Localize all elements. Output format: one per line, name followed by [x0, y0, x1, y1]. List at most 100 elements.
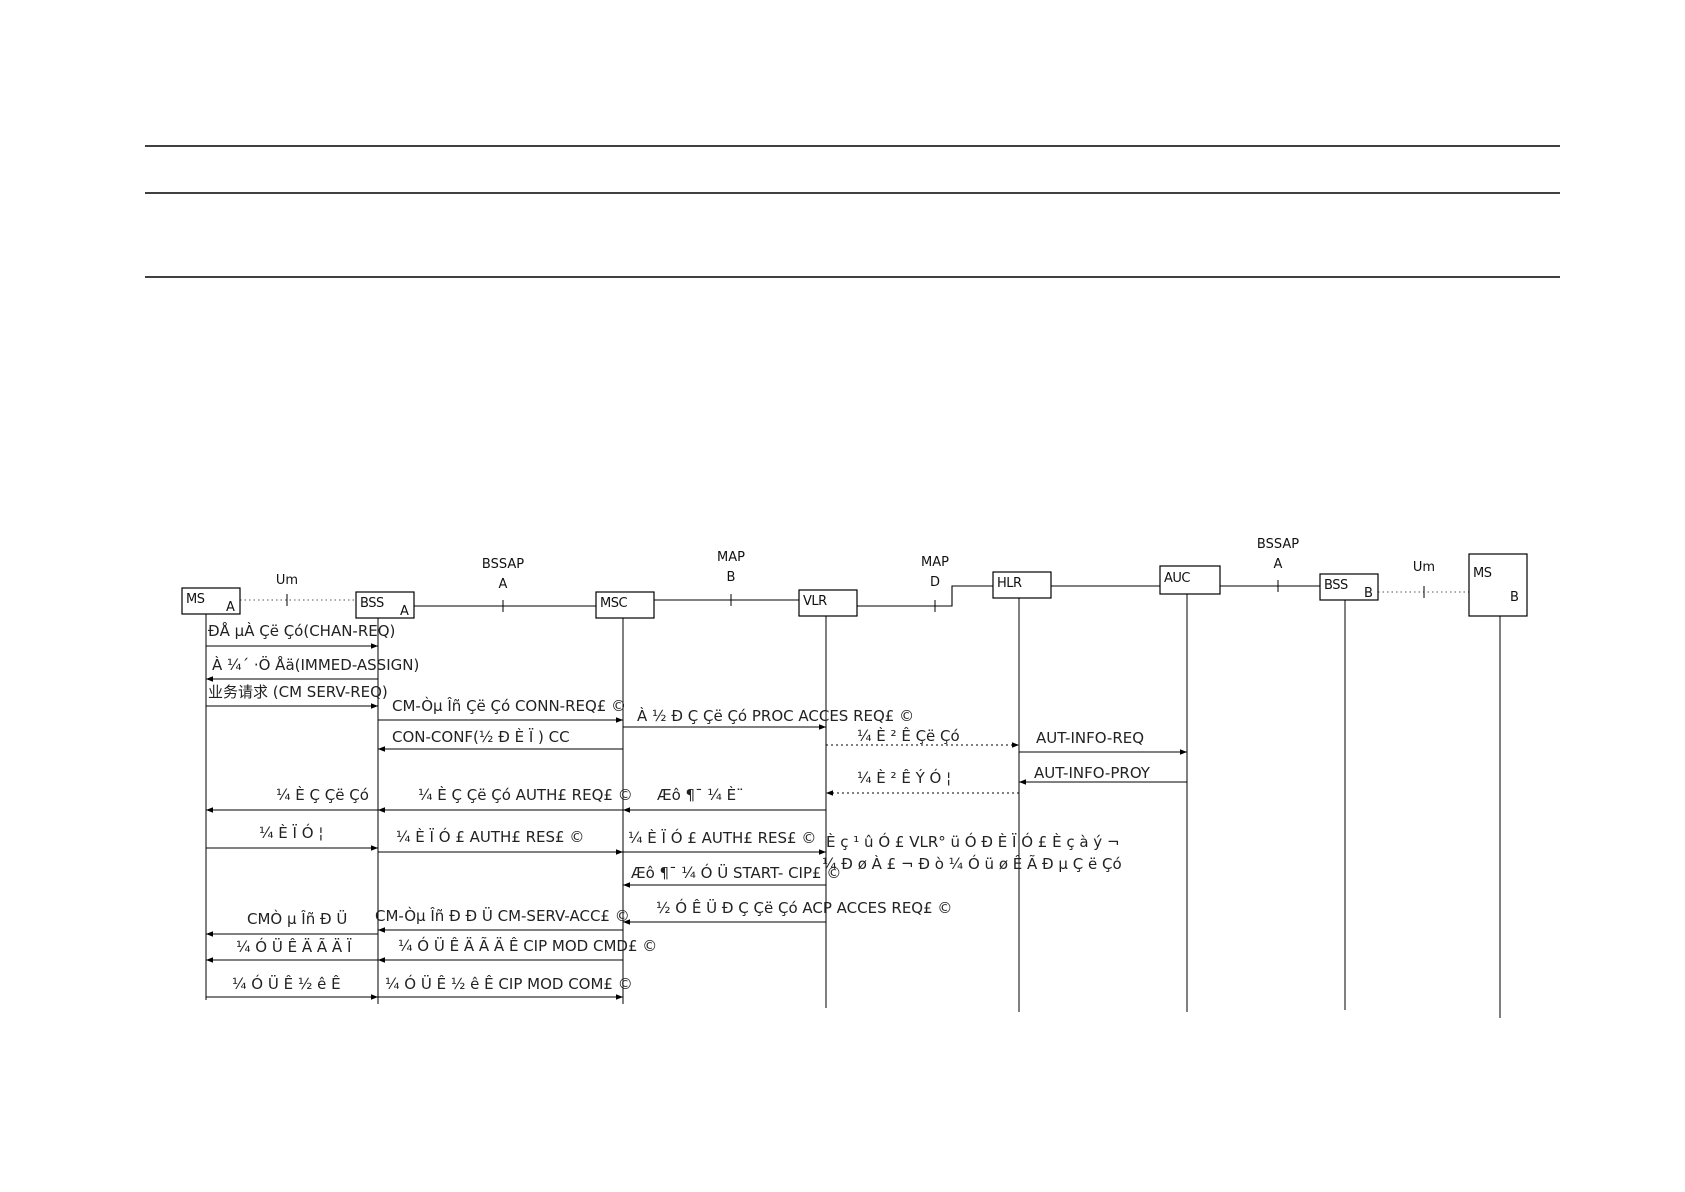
entity-box: [595, 591, 655, 619]
entity-box: [1159, 565, 1221, 595]
message-label: ½ Ó Ê Ü Ð Ç Çë Çó ACP ACCES REQ£ ©: [656, 898, 952, 917]
message-m7: ¼ È ² Ê Çë Çó: [826, 726, 1019, 748]
interface-name: MAP: [717, 550, 745, 565]
note-n1: È ç ¹ û Ó £ VLR° ü Ó Ð È Ï Ó £ È ç à ý ¬: [826, 832, 1120, 851]
interface-name: BSSAP: [482, 557, 524, 572]
message-m19: CM-Òµ Îñ Ð Ð Ü CM-SERV-ACC£ ©: [375, 906, 630, 933]
entity-box: [798, 589, 858, 617]
message-label: ¼ È Ç Çë Çó: [276, 785, 369, 804]
message-label: ¼ Ó Ü Ê Ä Ã Ä Ê CIP MOD CMD£ ©: [398, 936, 657, 955]
message-m14: ¼ È Ï Ó ¦: [206, 823, 378, 851]
message-m2: À ¼´ ·Ö Åä(IMMED-ASSIGN): [206, 655, 419, 682]
entity-ms-a: MS A: [181, 587, 241, 615]
message-m24: ¼ Ó Ü Ê ½ ê Ê CIP MOD COM£ ©: [378, 974, 633, 1000]
entity-box: [1319, 573, 1379, 601]
entity-name: BSS: [360, 596, 384, 611]
message-label: CM-Òµ Îñ Ð Ð Ü CM-SERV-ACC£ ©: [375, 906, 630, 925]
entity-bss-b: BSS B: [1319, 573, 1379, 601]
message-m16: ¼ È Ï Ó £ AUTH£ RES£ ©: [623, 828, 826, 855]
entity-auc: AUC: [1159, 565, 1221, 595]
entity-box: [355, 591, 415, 619]
message-m21: ¼ Ó Ü Ê Ä Ã Ä Ê CIP MOD CMD£ ©: [378, 936, 657, 963]
entity-box: [992, 571, 1052, 599]
interface-map-b: MAP B: [717, 550, 745, 606]
interface-um-a: Um: [276, 573, 298, 606]
message-label: ¼ È Ï Ó ¦: [259, 823, 323, 842]
message-m3: 业务请求 (CM SERV-REQ): [206, 683, 388, 709]
interface-bssap-a: BSSAP A: [482, 557, 524, 612]
message-label: CMÒ µ Îñ Ð Ü: [247, 909, 347, 928]
entity-ms-b: MS B: [1468, 553, 1528, 617]
message-label: ¼ È Ï Ó £ AUTH£ RES£ ©: [628, 828, 816, 847]
message-m1: ÐÅ µÀ Çë Çó(CHAN-REQ): [206, 621, 395, 649]
entity-msc: MSC: [595, 591, 655, 619]
entities: MS A BSS A MSC VLR HLR AUC BSS B MS B: [181, 553, 1528, 619]
message-label: ¼ È Ç Çë Çó AUTH£ REQ£ ©: [418, 785, 633, 804]
entity-suffix: A: [226, 600, 235, 615]
entity-bss-a: BSS A: [355, 591, 415, 619]
message-m5: À ½ Ð Ç Çë Çó PROC ACCES REQ£ ©: [623, 706, 914, 730]
interface-labels: Um BSSAP A MAP B MAP D BSSAP A Um: [276, 537, 1435, 612]
message-m13: ¼ È Ç Çë Çó: [206, 785, 378, 813]
entity-box: [181, 587, 241, 615]
note-n2: ¼ Ð ø À £ ¬ Ð ò ¼ Ó ü ø Ê Ã Ð µ Ç ë Çó: [822, 854, 1122, 873]
message-label: Æô ¶¯ ¼ È¨: [657, 785, 744, 804]
message-label: ¼ Ó Ü Ê ½ ê Ê CIP MOD COM£ ©: [385, 974, 633, 993]
message-label: 业务请求 (CM SERV-REQ): [208, 683, 388, 701]
interface-name: MAP: [921, 555, 949, 570]
interface-name: Um: [276, 573, 298, 588]
entity-suffix: A: [400, 604, 409, 619]
message-label: CM-Òµ Îñ Çë Çó CONN-REQ£ ©: [392, 696, 626, 715]
message-m17: Æô ¶¯ ¼ Ó Ü START- CIP£ ©: [623, 863, 841, 888]
entity-name: MSC: [600, 596, 627, 611]
entity-name: BSS: [1324, 578, 1348, 593]
entity-name: MS: [186, 592, 205, 607]
entity-name: AUC: [1164, 571, 1190, 586]
interface-ref: A: [1274, 557, 1283, 572]
interface-ref: D: [930, 575, 940, 590]
interface-bssap-b: BSSAP A: [1257, 537, 1299, 592]
message-m4: CM-Òµ Îñ Çë Çó CONN-REQ£ ©: [378, 696, 626, 723]
message-label: ¼ È ² Ê Çë Çó: [857, 726, 960, 745]
interface-ref: A: [499, 577, 508, 592]
message-label: Æô ¶¯ ¼ Ó Ü START- CIP£ ©: [631, 863, 841, 882]
message-m15: ¼ È Ï Ó £ AUTH£ RES£ ©: [378, 827, 623, 855]
message-m23: ¼ Ó Ü Ê ½ ê Ê: [206, 974, 378, 1000]
message-m12: ¼ È Ç Çë Çó AUTH£ REQ£ ©: [378, 785, 633, 813]
entity-suffix: B: [1510, 590, 1518, 605]
interface-name: BSSAP: [1257, 537, 1299, 552]
message-label: ¼ Ó Ü Ê Ä Ã Ä Ï: [236, 937, 352, 956]
message-label: À ½ Ð Ç Çë Çó PROC ACCES REQ£ ©: [637, 706, 914, 725]
message-m18: ½ Ó Ê Ü Ð Ç Çë Çó ACP ACCES REQ£ ©: [623, 898, 952, 925]
message-label: ÐÅ µÀ Çë Çó(CHAN-REQ): [208, 621, 395, 640]
entity-name: MS: [1473, 566, 1492, 581]
entity-box: [1468, 553, 1528, 617]
message-m8: AUT-INFO-REQ: [1019, 729, 1187, 755]
message-m10: ¼ È ² Ê Ý Ó ¦: [826, 768, 1019, 796]
notes: È ç ¹ û Ó £ VLR° ü Ó Ð È Ï Ó £ È ç à ý ¬…: [822, 832, 1122, 873]
message-label: ¼ Ó Ü Ê ½ ê Ê: [232, 974, 341, 993]
entity-suffix: B: [1364, 586, 1372, 601]
interface-um-b: Um: [1413, 560, 1435, 598]
message-m11: Æô ¶¯ ¼ È¨: [623, 785, 826, 813]
entity-name: VLR: [803, 594, 827, 609]
entity-hlr: HLR: [992, 571, 1052, 599]
message-m9: AUT-INFO-PROY: [1019, 764, 1187, 785]
message-m6: CON-CONF(½ Ð È Ï ) CC: [378, 727, 623, 752]
message-m22: ¼ Ó Ü Ê Ä Ã Ä Ï: [206, 937, 378, 963]
interface-name: Um: [1413, 560, 1435, 575]
message-m20: CMÒ µ Îñ Ð Ü: [206, 909, 378, 937]
message-label: AUT-INFO-PROY: [1034, 764, 1151, 782]
link-vlr-hlr: [857, 585, 993, 607]
interface-map-d: MAP D: [921, 555, 949, 612]
message-label: AUT-INFO-REQ: [1036, 729, 1144, 747]
entity-name: HLR: [997, 576, 1022, 591]
messages: ÐÅ µÀ Çë Çó(CHAN-REQ) À ¼´ ·Ö Åä(IMMED-AS…: [206, 621, 1187, 1000]
message-label: ¼ È Ï Ó £ AUTH£ RES£ ©: [396, 827, 584, 846]
message-label: ¼ È ² Ê Ý Ó ¦: [857, 768, 951, 787]
message-label: CON-CONF(½ Ð È Ï ) CC: [392, 727, 570, 746]
message-label: À ¼´ ·Ö Åä(IMMED-ASSIGN): [212, 655, 419, 674]
entity-vlr: VLR: [798, 589, 858, 617]
interface-ref: B: [727, 570, 736, 585]
